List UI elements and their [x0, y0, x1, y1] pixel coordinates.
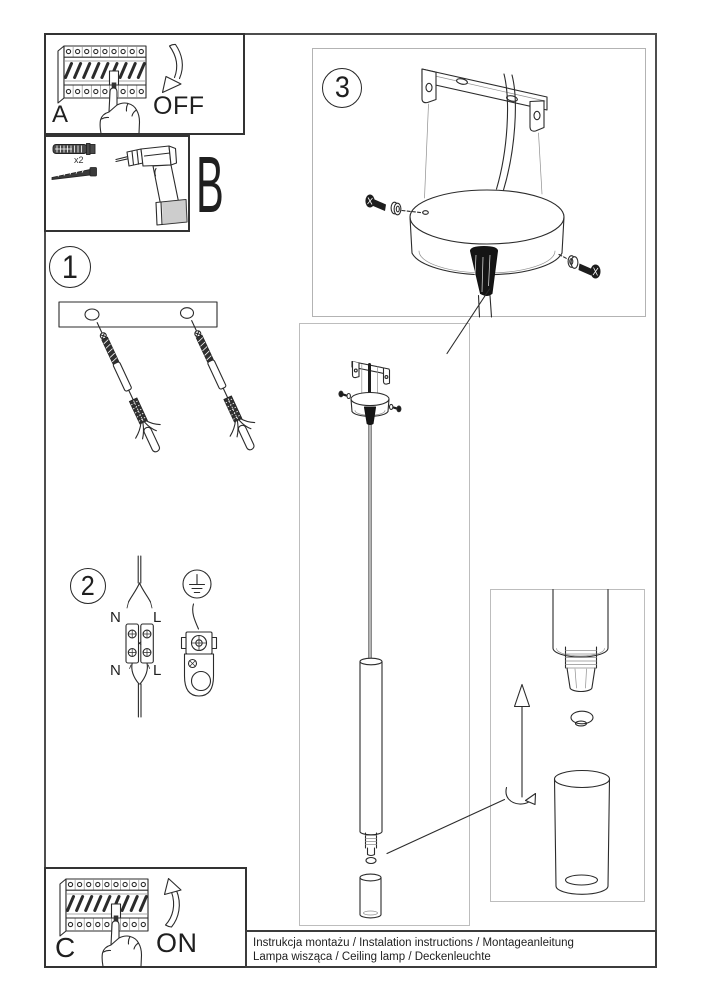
screw-icon: [51, 167, 97, 180]
up-arrow-icon: [513, 683, 531, 798]
detail-shade: [553, 769, 611, 895]
assembly-overview-box: [299, 323, 470, 926]
step2-number: 2: [80, 570, 96, 601]
terminal-label-l-bottom: L: [153, 662, 162, 679]
panel-a-label: A: [52, 101, 69, 128]
canopy-illustration: [409, 189, 565, 276]
breaker-panel-off-illustration: [56, 43, 183, 135]
drill-icon: [115, 145, 188, 226]
step3-badge: 3: [322, 68, 362, 108]
panel-c-box: [44, 867, 247, 968]
power-off-label: OFF: [153, 92, 205, 120]
panel-b-box: [44, 135, 190, 232]
terminal-label-l-top: L: [153, 609, 162, 626]
detail-bulb: [570, 710, 594, 727]
terminal-block-illustration: [125, 555, 154, 718]
anchor-screw-right: [178, 314, 265, 456]
shade-detail-illustration: [505, 588, 611, 895]
leader-line-shade: [386, 798, 506, 855]
power-on-label: ON: [156, 928, 198, 958]
footer-line-2: Lampa wisząca / Ceiling lamp / Deckenleu…: [253, 951, 491, 963]
footer-box: Instrukcja montażu / Instalation instruc…: [245, 930, 657, 968]
rotate-arrow-icon: [505, 786, 537, 806]
terminal-label-n-top: N: [110, 609, 121, 626]
shade-detail-box: [490, 589, 645, 902]
leader-line-cone: [446, 288, 491, 355]
step1-badge: 1: [49, 246, 91, 288]
panel-a-box: [44, 33, 245, 135]
panel-c-label: C: [55, 932, 76, 963]
earth-symbol-icon: [182, 569, 212, 599]
pendant-cable: [368, 424, 372, 661]
wall-plug-icon: [52, 143, 96, 155]
quantity-label: x2: [74, 155, 84, 165]
footer-line-1: Instrukcja montażu / Instalation instruc…: [253, 937, 574, 949]
anchor-screw-left: [83, 316, 171, 458]
panel-b-label: B: [196, 140, 224, 229]
strain-relief-cone: [469, 245, 499, 318]
arrow-down-icon: [161, 43, 183, 94]
breaker-panel-on-illustration: [58, 877, 182, 968]
canopy-screw-right: [558, 253, 601, 279]
ceiling-bracket-illustration: [421, 68, 548, 199]
step3-number: 3: [334, 71, 350, 104]
mounting-strip-illustration: [58, 301, 265, 458]
bulb-icon: [365, 856, 377, 865]
canopy-screw-left: [365, 194, 424, 216]
arrow-up-icon: [163, 877, 182, 928]
step2-badge: 2: [70, 568, 106, 604]
pendant-lamp-illustration: [338, 360, 402, 919]
step1-number: 1: [61, 248, 79, 285]
mains-cable-illustration: [495, 73, 516, 191]
terminal-label-n-bottom: N: [110, 662, 121, 679]
tools-illustration: [51, 143, 188, 226]
ground-terminal-illustration: [180, 603, 218, 697]
